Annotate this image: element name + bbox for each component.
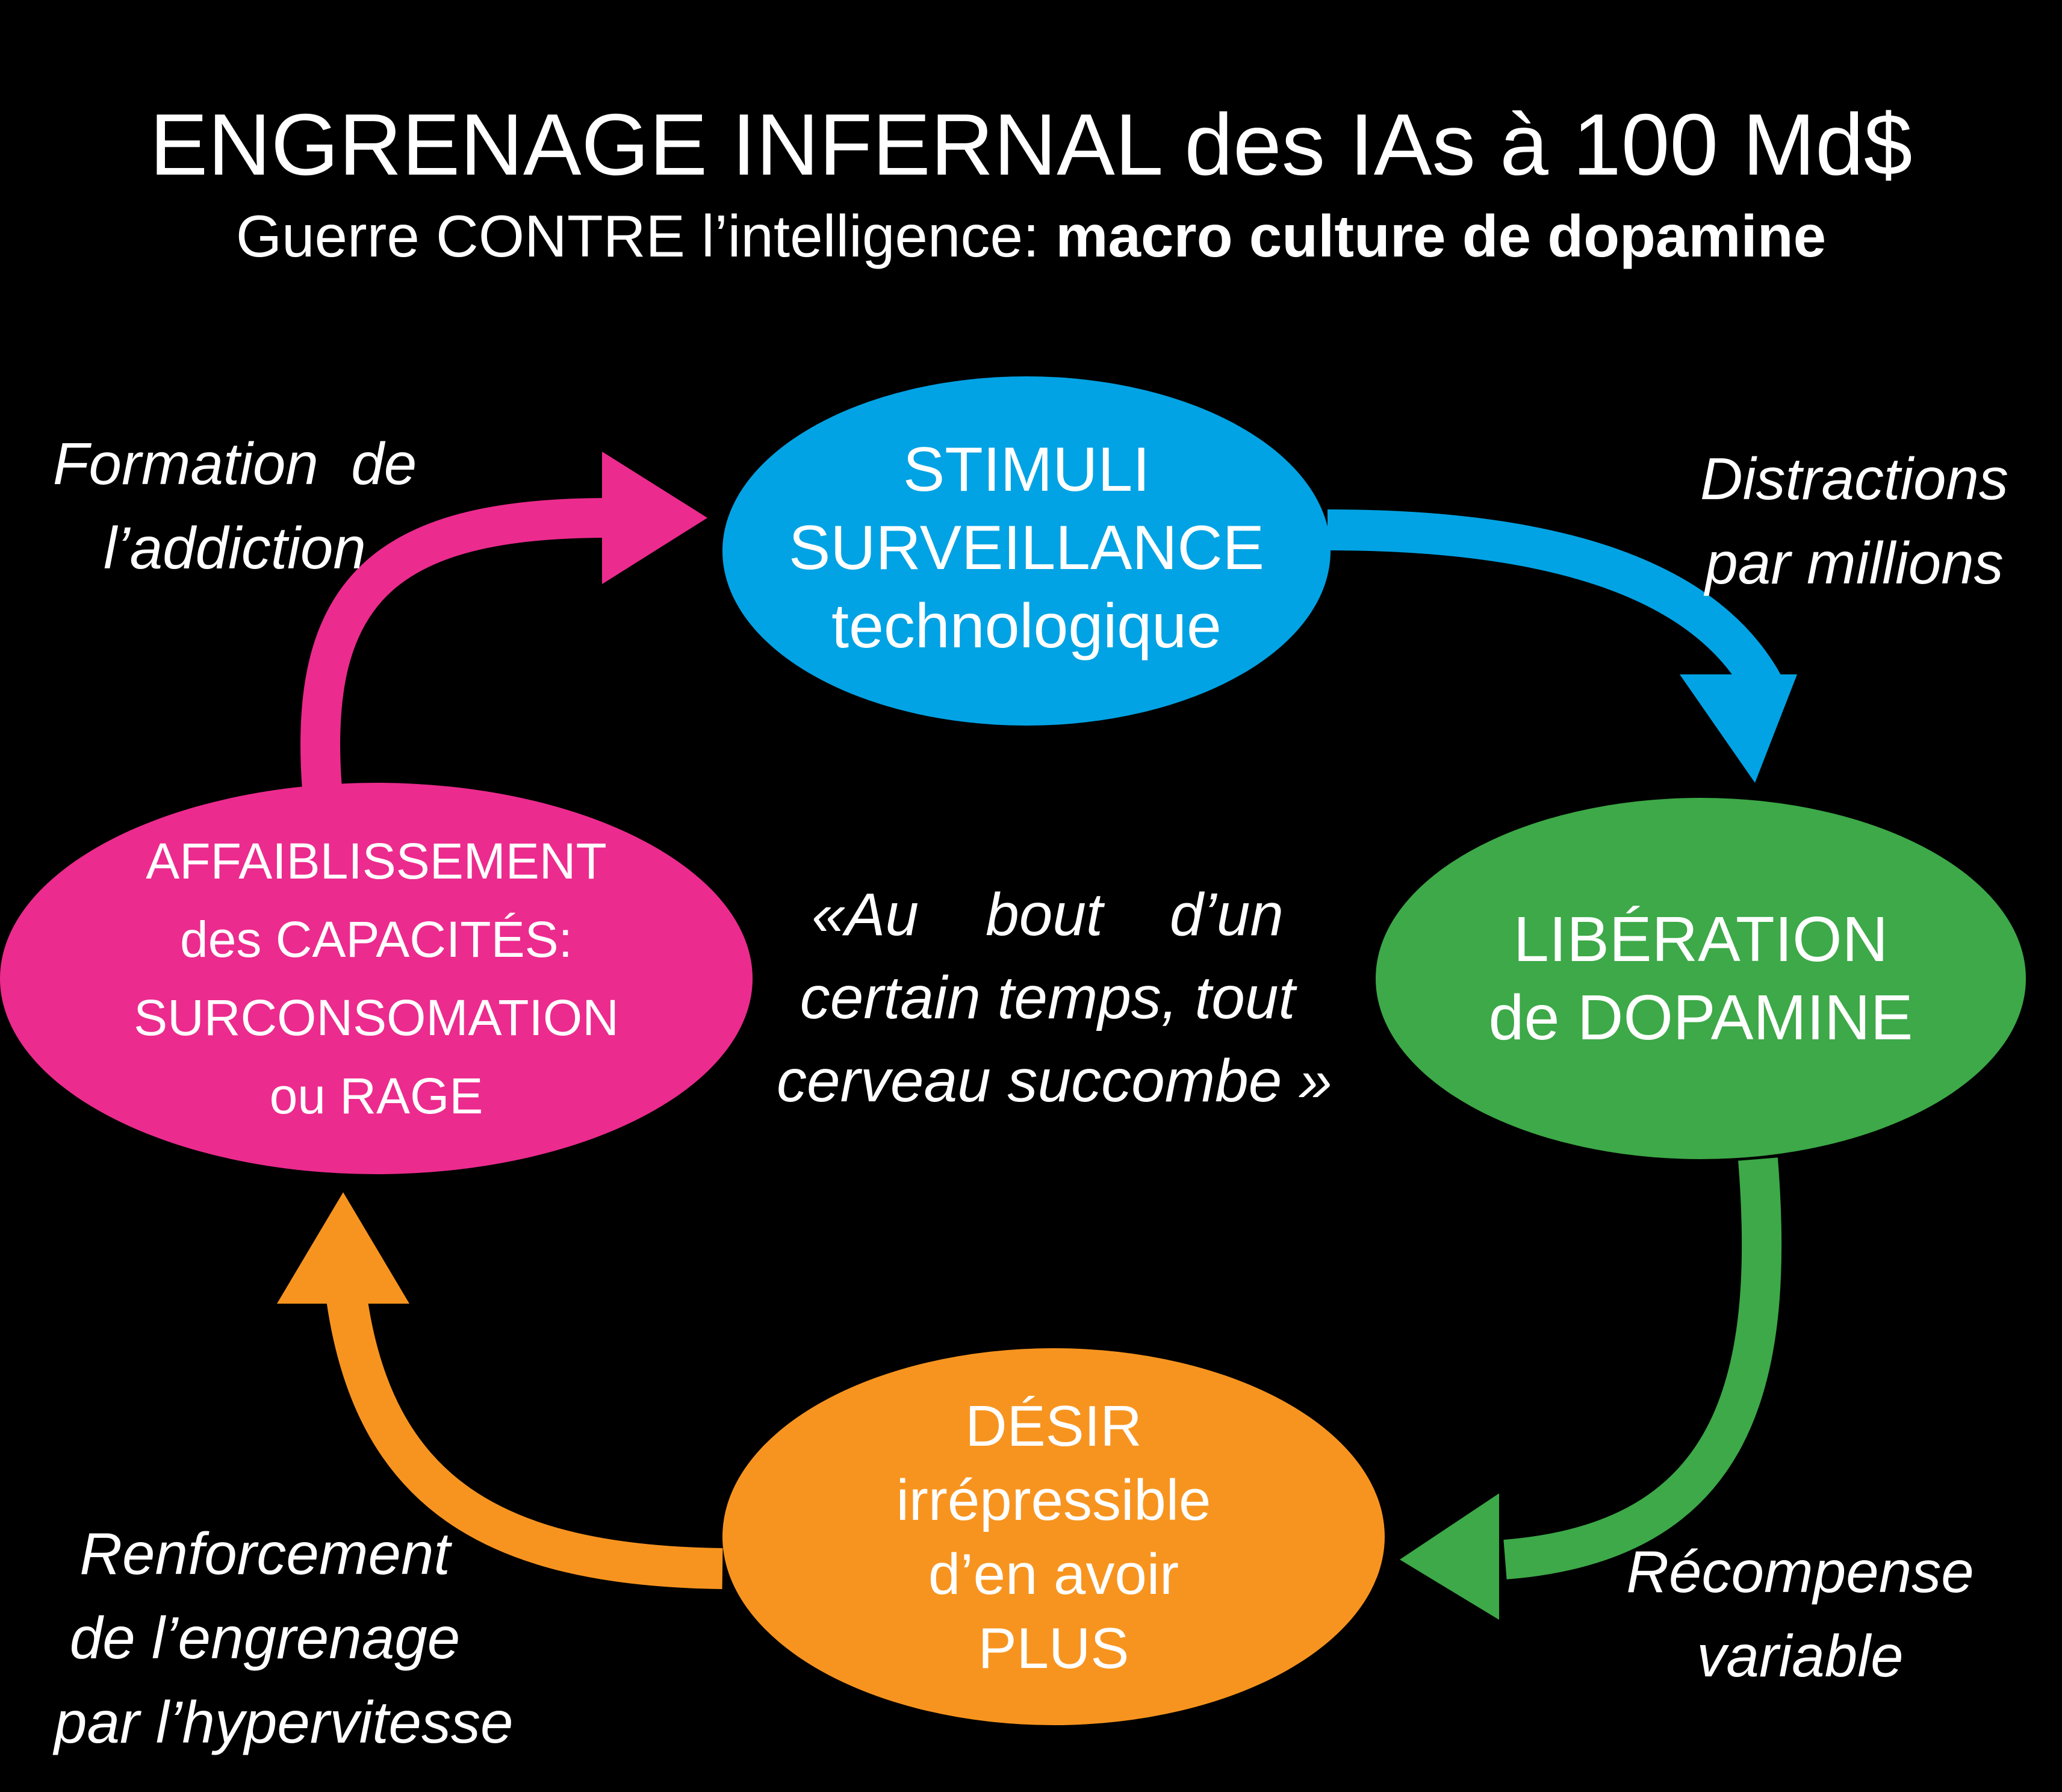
edge-label-line: Distractions — [1700, 446, 2008, 512]
node-desir-shape — [722, 1348, 1385, 1725]
arrowhead-green — [1400, 1493, 1499, 1620]
subtitle-bold: macro culture de dopamine — [1055, 203, 1827, 269]
node-affaiblissement: AFFAIBLISSEMENT des CAPACITÉS: SURCONSOM… — [0, 783, 753, 1174]
node-stimuli-line: SURVEILLANCE — [789, 513, 1264, 583]
node-desir-line: irrépressible — [896, 1467, 1211, 1532]
edge-label-distractions: Distractions par millions — [1686, 437, 2023, 605]
quote-line: «Au bout d’un — [812, 881, 1284, 948]
edge-label-line: de l’engrenage — [69, 1605, 461, 1671]
node-affaiblissement-shape — [0, 783, 753, 1174]
node-liberation-line: de DOPAMINE — [1488, 982, 1913, 1053]
node-liberation-line: LIBÉRATION — [1513, 904, 1889, 975]
edge-label-line: Renforcement — [79, 1520, 450, 1587]
node-stimuli-line: technologique — [831, 591, 1222, 661]
node-desir-line: PLUS — [978, 1616, 1129, 1681]
subtitle-regular: Guerre CONTRE l’intelligence: — [235, 203, 1056, 269]
edge-label-line: variable — [1697, 1623, 1904, 1689]
node-desir-line: DÉSIR — [965, 1393, 1142, 1458]
edge-label-recompense: Récompense variable — [1626, 1529, 1975, 1698]
node-stimuli: STIMULI SURVEILLANCE technologique — [722, 373, 1331, 723]
center-quote: «Au bout d’un certain temps, tout cervea… — [777, 873, 1332, 1122]
edge-label-line: l’addiction — [104, 515, 366, 581]
edge-label-line: par millions — [1705, 530, 2004, 596]
edge-label-line: par l’hypervitesse — [54, 1689, 514, 1755]
arrow-stimuli-to-liberation — [1327, 509, 1786, 702]
node-desir: DÉSIR irrépressible d’en avoir PLUS — [722, 1349, 1385, 1725]
edge-label-line: Formation de — [52, 431, 417, 497]
node-affaiblissement-line: des CAPACITÉS: — [180, 911, 573, 968]
node-desir-line: d’en avoir — [928, 1542, 1179, 1607]
edge-label-renforcement: Renforcement de l’engrenage par l’hyperv… — [54, 1511, 514, 1764]
node-liberation-shape — [1376, 798, 2026, 1159]
arrow-affaiblissement-to-stimuli — [300, 498, 609, 791]
arrow-liberation-to-desir — [1503, 1157, 1782, 1579]
node-stimuli-line: STIMULI — [902, 435, 1151, 505]
arrowhead-blue — [1680, 674, 1797, 783]
arrowhead-magenta — [602, 452, 707, 584]
edge-label-formation: Formation de l’addiction — [42, 422, 427, 590]
arrowhead-orange — [277, 1192, 409, 1304]
edge-label-line: Récompense — [1626, 1538, 1974, 1605]
node-affaiblissement-line: SURCONSOMATION — [134, 989, 619, 1046]
quote-line: certain temps, tout — [800, 964, 1296, 1031]
node-affaiblissement-line: AFFAIBLISSEMENT — [146, 833, 607, 889]
page-subtitle: Guerre CONTRE l’intelligence: macro cult… — [0, 202, 2062, 271]
node-liberation: LIBÉRATION de DOPAMINE — [1376, 798, 2026, 1159]
node-affaiblissement-line: ou RAGE — [269, 1068, 483, 1124]
page-title: ENGRENAGE INFERNAL des IAs à 100 Md$ — [149, 96, 1913, 193]
node-stimuli-shape — [722, 376, 1331, 726]
arrow-desir-to-affaiblissement — [326, 1292, 723, 1589]
quote-line: cerveau succombe » — [777, 1047, 1332, 1115]
